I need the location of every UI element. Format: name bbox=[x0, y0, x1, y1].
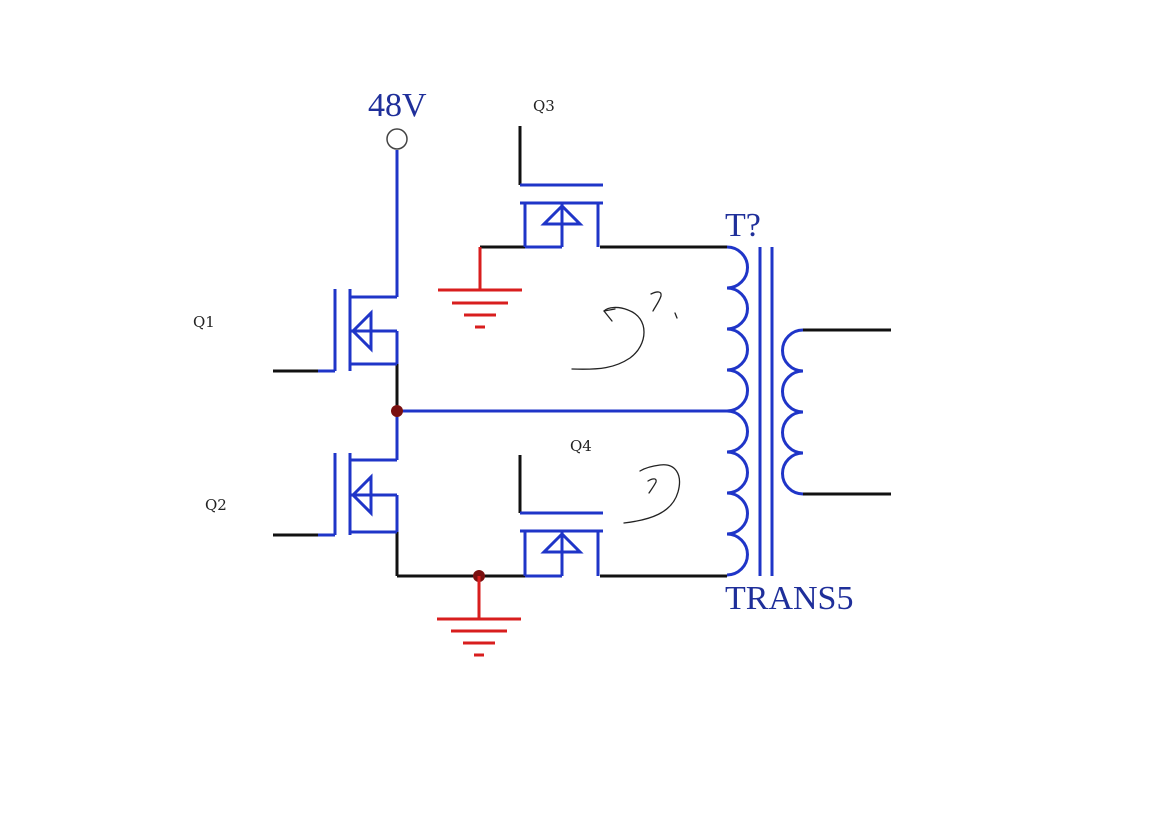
q1-arrow-icon bbox=[350, 309, 373, 353]
hand-tick-upper bbox=[674, 312, 678, 319]
mosfet-q4 bbox=[520, 511, 603, 578]
wires bbox=[273, 126, 891, 578]
q3-arrow-icon bbox=[540, 203, 584, 226]
handwritten-arrow-lower bbox=[623, 464, 681, 524]
q2-label: Q2 bbox=[205, 496, 227, 514]
hand-scribble-lower bbox=[647, 478, 657, 494]
q4-label: Q4 bbox=[570, 437, 592, 455]
transformer bbox=[726, 245, 804, 577]
hand-arrowhead-upper bbox=[603, 308, 616, 322]
primary-winding-upper bbox=[726, 245, 749, 413]
q2-arrow-icon bbox=[350, 473, 373, 517]
hand-curve-upper bbox=[571, 306, 645, 370]
supply-terminal-icon bbox=[386, 128, 408, 150]
junction-midnode bbox=[391, 405, 403, 417]
mosfet-q2 bbox=[318, 453, 399, 537]
ground-icon-top bbox=[438, 247, 522, 329]
hand-curve-lower bbox=[623, 464, 681, 524]
q1-label: Q1 bbox=[193, 313, 215, 331]
hand-scribble-upper bbox=[650, 291, 662, 312]
primary-winding-lower bbox=[726, 409, 749, 577]
q4-arrow-icon bbox=[540, 531, 584, 554]
supply-label: 48V bbox=[368, 87, 427, 124]
handwritten-arrow-upper bbox=[571, 291, 678, 370]
ground-icon-bottom bbox=[437, 576, 521, 657]
transformer-part-label: TRANS5 bbox=[725, 580, 853, 617]
symbol-wires bbox=[395, 150, 727, 460]
mosfet-q3 bbox=[520, 183, 603, 249]
transformer-ref-label: T? bbox=[725, 207, 761, 244]
q3-label: Q3 bbox=[533, 97, 555, 115]
secondary-winding bbox=[781, 328, 804, 496]
mosfet-q1 bbox=[318, 289, 399, 373]
